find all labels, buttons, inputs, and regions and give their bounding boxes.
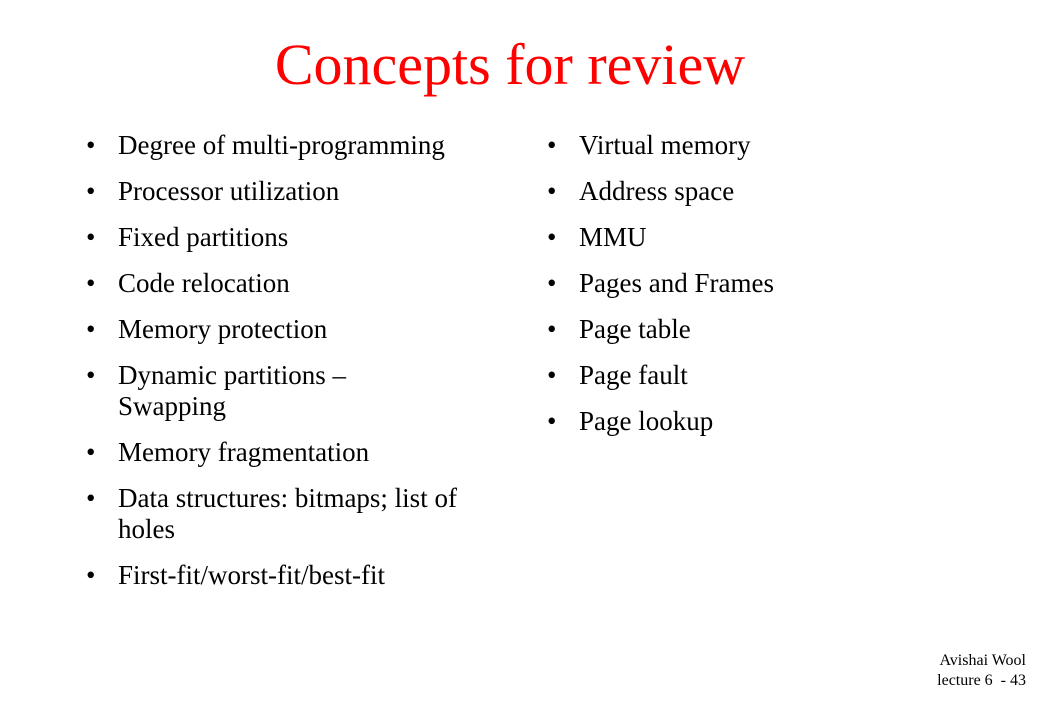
bullet-icon: •	[86, 437, 96, 467]
slide-title: Concepts for review	[274, 32, 746, 97]
list-item-text: Page fault	[579, 360, 688, 390]
list-item: • Memory fragmentation	[86, 437, 526, 468]
list-item-text: Memory fragmentation	[118, 437, 370, 467]
bullet-icon: •	[547, 176, 557, 206]
list-item: • Page fault	[547, 360, 987, 391]
bullet-icon: •	[86, 130, 96, 160]
list-item-text: Data structures: bitmaps; list of holes	[118, 483, 457, 544]
list-item-text: Address space	[579, 176, 735, 206]
bullet-icon: •	[86, 222, 96, 252]
list-item: • Memory protection	[86, 314, 526, 345]
bullet-icon: •	[547, 360, 557, 390]
bullet-icon: •	[86, 268, 96, 298]
list-item: • Pages and Frames	[547, 268, 987, 299]
list-item: • Code relocation	[86, 268, 526, 299]
list-item-text: Page lookup	[579, 406, 714, 436]
list-item: • Data structures: bitmaps; list of holes	[86, 483, 518, 545]
list-item: • Dynamic partitions – Swapping	[86, 360, 408, 422]
list-item: • Fixed partitions	[86, 222, 526, 253]
list-item-text: MMU	[579, 222, 647, 252]
list-item: • MMU	[547, 222, 987, 253]
list-item-text: Dynamic partitions – Swapping	[118, 360, 346, 421]
list-item: • Address space	[547, 176, 987, 207]
list-item: • First-fit/worst-fit/best-fit	[86, 560, 526, 591]
list-item: • Page table	[547, 314, 987, 345]
footer-author: Avishai Wool	[939, 652, 1026, 669]
bullet-icon: •	[547, 130, 557, 160]
bullet-icon: •	[86, 176, 96, 206]
right-bullet-list: • Virtual memory • Address space • MMU • Pag…	[547, 130, 987, 452]
list-item: • Virtual memory	[547, 130, 987, 161]
list-item-text: Virtual memory	[579, 130, 751, 160]
list-item-text: Memory protection	[118, 314, 328, 344]
list-item: • Processor utilization	[86, 176, 526, 207]
bullet-icon: •	[547, 314, 557, 344]
left-bullet-list: • Degree of multi-programming • Processor …	[86, 130, 526, 606]
footer-lecture-number: lecture 6 - 43	[937, 672, 1026, 689]
slide-footer: Avishai Wool lecture 6 - 43	[937, 651, 1026, 691]
list-item: • Page lookup	[547, 406, 987, 437]
list-item-text: Page table	[579, 314, 691, 344]
bullet-icon: •	[547, 406, 557, 436]
bullet-icon: •	[86, 483, 96, 513]
list-item-text: Code relocation	[118, 268, 290, 298]
bullet-icon: •	[86, 314, 96, 344]
list-item-text: Degree of multi-programming	[118, 130, 445, 160]
list-item: • Degree of multi-programming	[86, 130, 526, 161]
list-item-text: First-fit/worst-fit/best-fit	[118, 560, 385, 590]
list-item-text: Pages and Frames	[579, 268, 774, 298]
bullet-icon: •	[86, 560, 96, 590]
bullet-icon: •	[86, 360, 96, 390]
bullet-icon: •	[547, 268, 557, 298]
bullet-icon: •	[547, 222, 557, 252]
list-item-text: Processor utilization	[118, 176, 340, 206]
list-item-text: Fixed partitions	[118, 222, 289, 252]
